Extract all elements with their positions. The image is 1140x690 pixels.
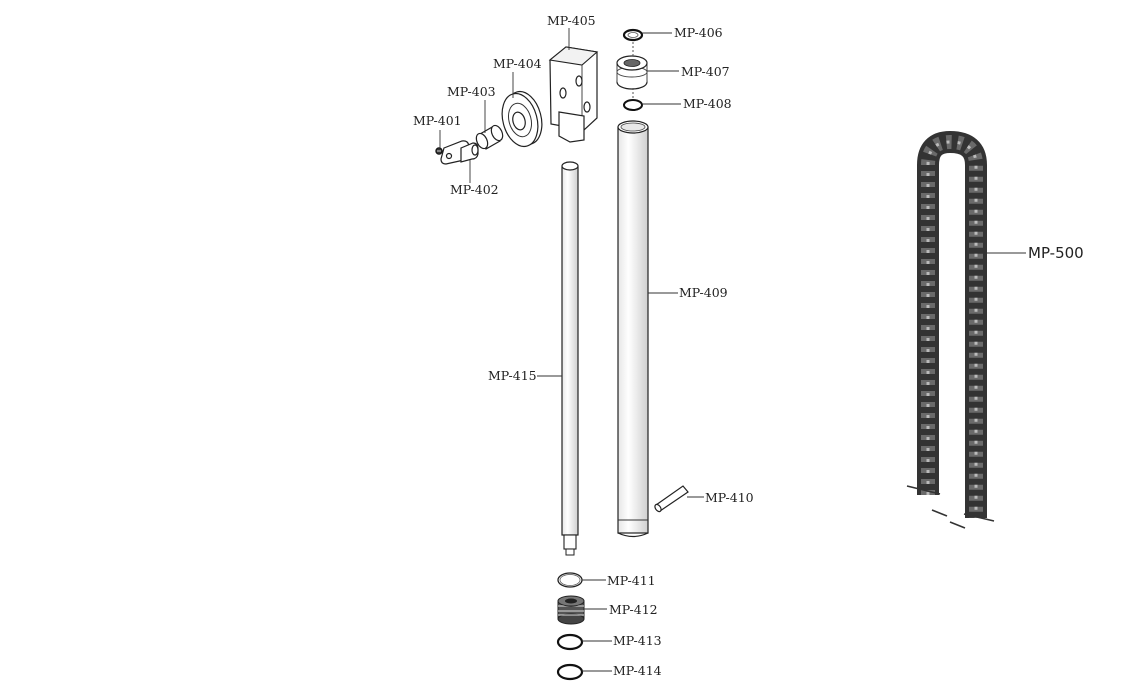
part-mp409-tube (617, 120, 649, 538)
label-mp407: MP-407 (681, 64, 730, 79)
leader-lines (439, 28, 1026, 672)
part-mp412-piston (557, 595, 585, 625)
part-mp415-rod (561, 161, 579, 556)
label-mp412: MP-412 (609, 602, 658, 617)
label-mp409: MP-409 (679, 285, 728, 300)
part-mp407-bushing (616, 55, 648, 90)
part-mp404-pulley (501, 90, 543, 148)
label-mp500: MP-500 (1028, 244, 1084, 262)
label-mp404: MP-404 (493, 56, 542, 71)
label-mp402: MP-402 (450, 182, 499, 197)
label-mp413: MP-413 (613, 633, 662, 648)
part-mp413-ring (556, 633, 584, 651)
part-mp414-ring (556, 663, 584, 681)
part-mp402-bracket (440, 140, 479, 165)
part-mp411-ring (557, 572, 583, 588)
part-mp406-ring (622, 28, 644, 42)
part-mp410-pin (654, 485, 689, 513)
part-mp408-ring (623, 99, 643, 111)
label-mp405: MP-405 (547, 13, 596, 28)
part-labels: MP-401 MP-402 MP-403 MP-404 MP-405 MP-40… (413, 13, 1084, 678)
label-mp406: MP-406 (674, 25, 723, 40)
part-mp500-chain (906, 130, 995, 529)
part-mp401-screw (435, 147, 443, 155)
label-mp401: MP-401 (413, 113, 462, 128)
label-mp408: MP-408 (683, 96, 732, 111)
part-mp405-block (548, 46, 599, 143)
label-mp415: MP-415 (488, 368, 537, 383)
part-mp403-sleeve (475, 124, 504, 150)
label-mp410: MP-410 (705, 490, 754, 505)
label-mp403: MP-403 (447, 84, 496, 99)
label-mp414: MP-414 (613, 663, 662, 678)
label-mp411: MP-411 (607, 573, 656, 588)
